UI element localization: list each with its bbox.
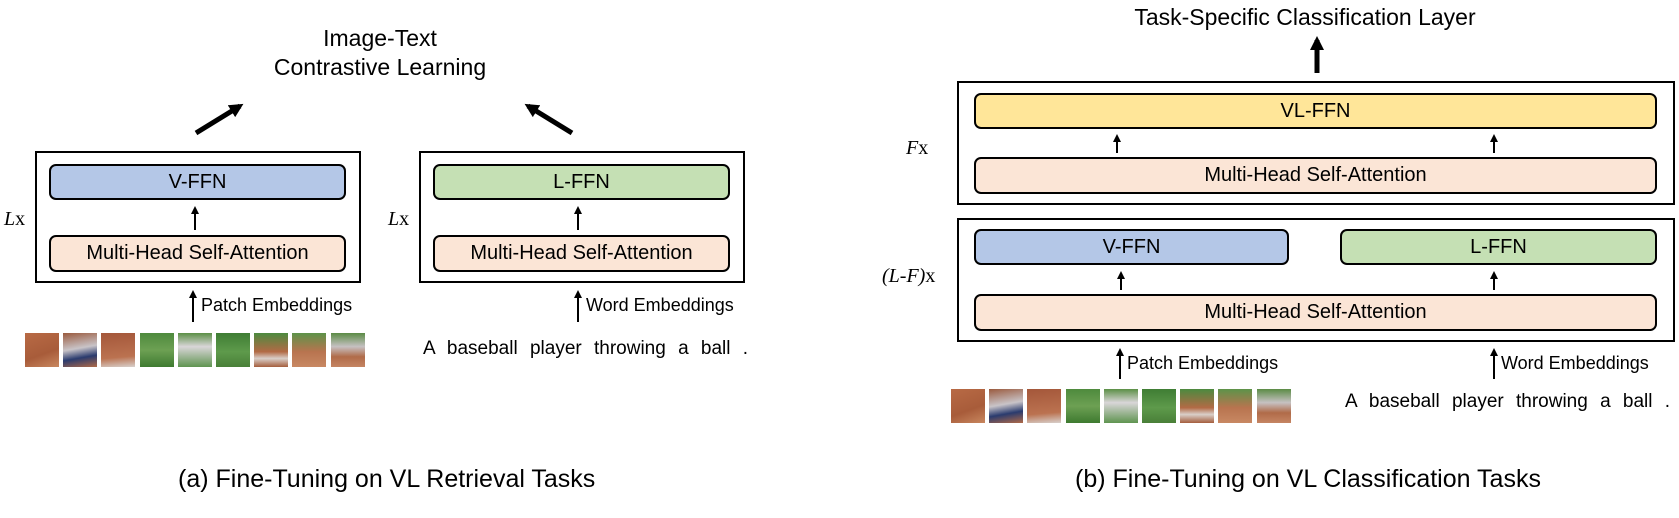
panel-b-image-patch	[1142, 389, 1176, 423]
panel-a-image-patch	[101, 333, 136, 367]
mhsa-label-left: Multi-Head Self-Attention	[86, 242, 309, 264]
l-ffn-box: L-FFN	[433, 164, 730, 200]
word-embeddings-label-a: Word Embeddings	[586, 295, 734, 315]
panel-b-image-patch	[1218, 389, 1253, 423]
panel-a-image-patch	[177, 333, 212, 367]
image-patches-a	[25, 333, 365, 367]
panel-a-title-line2: Contrastive Learning	[273, 54, 487, 80]
v-ffn-box: V-FFN	[49, 164, 346, 200]
panel-a-image-patch	[63, 333, 98, 367]
panel-b-image-patch	[1065, 389, 1100, 423]
v-ffn-box-b: V-FFN	[974, 229, 1289, 265]
vl-ffn-label: VL-FFN	[1280, 99, 1351, 122]
panel-b-image-patch	[1027, 389, 1062, 423]
v-ffn-label: V-FFN	[168, 170, 227, 193]
panel-a-image-patch	[330, 333, 365, 367]
mhsa-label-bottom: Multi-Head Self-Attention	[1204, 301, 1427, 323]
caption-b: (b) Fine-Tuning on VL Classification Tas…	[1075, 465, 1541, 493]
arrow-up-left	[524, 103, 574, 136]
arrow-up-right	[194, 103, 244, 136]
word-embeddings-label-b: Word Embeddings	[1501, 353, 1649, 373]
mhsa-label-right: Multi-Head Self-Attention	[470, 242, 693, 264]
l-ffn-label: L-FFN	[553, 170, 610, 193]
sentence-b: A baseball player throwing a ball .	[1345, 391, 1671, 412]
panel-a-title-line1: Image-Text	[323, 25, 437, 51]
panel-b-image-patch	[1103, 389, 1138, 423]
l-ffn-box-b: L-FFN	[1340, 229, 1657, 265]
sentence-a: A baseball player throwing a ball .	[423, 338, 749, 359]
panel-a-image-patch	[216, 333, 250, 367]
v-ffn-label-b: V-FFN	[1102, 235, 1161, 258]
mhsa-box-bottom: Multi-Head Self-Attention	[974, 294, 1657, 331]
layers-label-left: Lx	[4, 208, 26, 230]
panel-b-image-patch	[951, 389, 985, 423]
panel-a-image-patch	[139, 333, 174, 367]
panel-b-title: Task-Specific Classification Layer	[1134, 4, 1476, 30]
vl-ffn-box: VL-FFN	[974, 93, 1657, 129]
panel-a-image-patch	[254, 333, 289, 367]
layers-label-right: Lx	[388, 208, 410, 230]
panel-a-title: Image-Text Contrastive Learning	[230, 24, 530, 82]
mhsa-box-right: Multi-Head Self-Attention	[433, 235, 730, 272]
panel-b-image-patch	[1256, 389, 1291, 423]
mhsa-box-left: Multi-Head Self-Attention	[49, 235, 346, 272]
patch-embeddings-label-a: Patch Embeddings	[201, 295, 353, 315]
panel-b-image-patch	[1180, 389, 1215, 423]
mhsa-box-top: Multi-Head Self-Attention	[974, 157, 1657, 194]
layers-label-l-minus-f: (L-F)x	[882, 265, 936, 287]
panel-a-image-patch	[25, 333, 59, 367]
caption-a: (a) Fine-Tuning on VL Retrieval Tasks	[178, 465, 596, 493]
l-ffn-label-b: L-FFN	[1470, 235, 1527, 258]
patch-embeddings-label-b: Patch Embeddings	[1127, 353, 1279, 373]
image-patches-b	[951, 389, 1291, 423]
mhsa-label-top: Multi-Head Self-Attention	[1204, 164, 1427, 186]
panel-b-image-patch	[989, 389, 1024, 423]
panel-a-image-patch	[292, 333, 327, 367]
layers-label-f: Fx	[906, 137, 929, 159]
